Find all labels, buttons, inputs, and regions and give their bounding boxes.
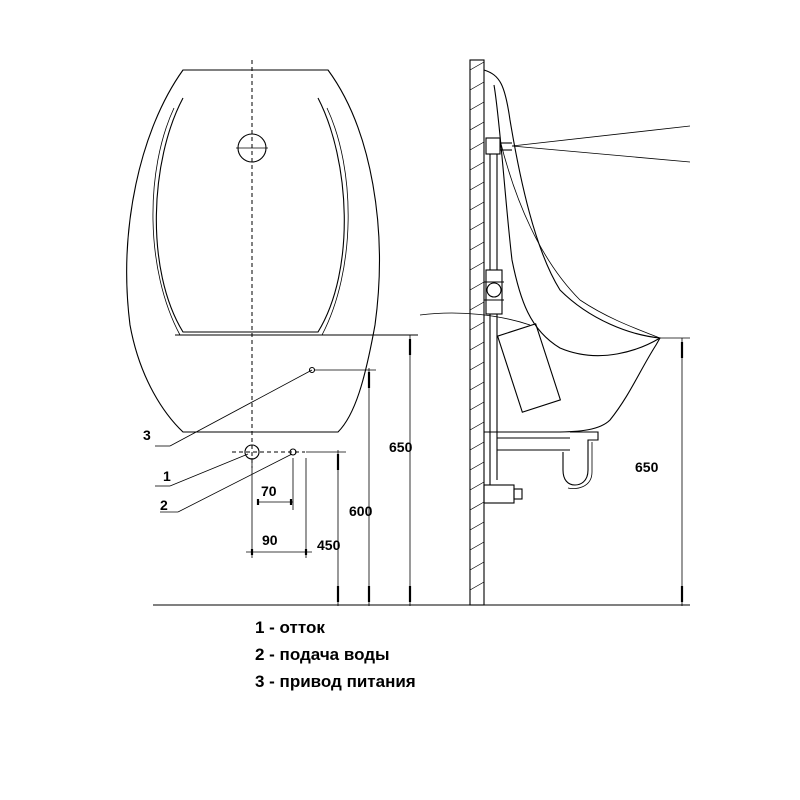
dim-600: 600 [349, 503, 373, 519]
shutoff-valve [485, 269, 503, 315]
dim-450: 450 [317, 537, 341, 553]
callout-3: 3 [143, 427, 151, 443]
callout-1: 1 [163, 468, 171, 484]
front-view: 3 1 2 70 90 450 600 650 [126, 60, 470, 606]
wall [469, 59, 485, 606]
floor-connector [483, 484, 515, 504]
flush-valve-head [485, 137, 501, 155]
urinal-side-profile [483, 69, 661, 433]
legend-item-water-supply: 2 - подача воды [255, 645, 390, 664]
legend-item-drain: 1 - отток [255, 618, 325, 637]
legend-item-power-supply: 3 - привод питания [255, 672, 416, 691]
urinal-side-inner [493, 84, 661, 357]
water-supply-point [289, 448, 297, 456]
siphon-trap [562, 431, 599, 486]
urinal-outer-outline [126, 69, 380, 433]
dim-650-side: 650 [635, 459, 659, 475]
urinal-inner-bowl-rim [152, 107, 349, 336]
side-view: 650 [419, 59, 691, 606]
urinal-inner-bowl [155, 97, 345, 333]
dim-90: 90 [262, 532, 278, 548]
sensor-module [496, 323, 562, 413]
dim-70: 70 [261, 483, 277, 499]
dim-650-front: 650 [389, 439, 413, 455]
callout-2: 2 [160, 497, 168, 513]
urinal-side-lip [419, 312, 531, 326]
